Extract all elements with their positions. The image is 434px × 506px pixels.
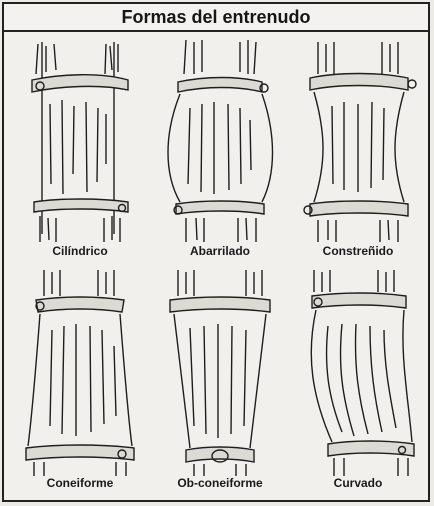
shape-label: Cilíndrico [10, 244, 150, 258]
shape-label: Coneiforme [10, 476, 150, 490]
figure-title: Formas del entrenudo [4, 4, 428, 32]
abarrilado-drawing [150, 34, 290, 246]
shape-label: Curvado [288, 476, 428, 490]
shape-label: Constreñido [288, 244, 428, 258]
curvado-drawing [288, 266, 428, 478]
shapes-grid: Cilíndrico Abarrilado [4, 34, 428, 500]
shape-cilindrico: Cilíndrico [10, 34, 150, 266]
shape-abarrilado: Abarrilado [150, 34, 290, 266]
constrenido-drawing [288, 34, 428, 246]
cilindrico-drawing [10, 34, 150, 246]
shape-ob-coneiforme: Ob-coneiforme [150, 266, 290, 498]
shape-label: Abarrilado [150, 244, 290, 258]
shape-label: Ob-coneiforme [150, 476, 290, 490]
shape-curvado: Curvado [288, 266, 428, 498]
figure-frame: Formas del entrenudo Cilíndrico [2, 2, 430, 502]
coneiforme-drawing [10, 266, 150, 478]
shape-coneiforme: Coneiforme [10, 266, 150, 498]
ob-coneiforme-drawing [150, 266, 290, 478]
shape-constrenido: Constreñido [288, 34, 428, 266]
